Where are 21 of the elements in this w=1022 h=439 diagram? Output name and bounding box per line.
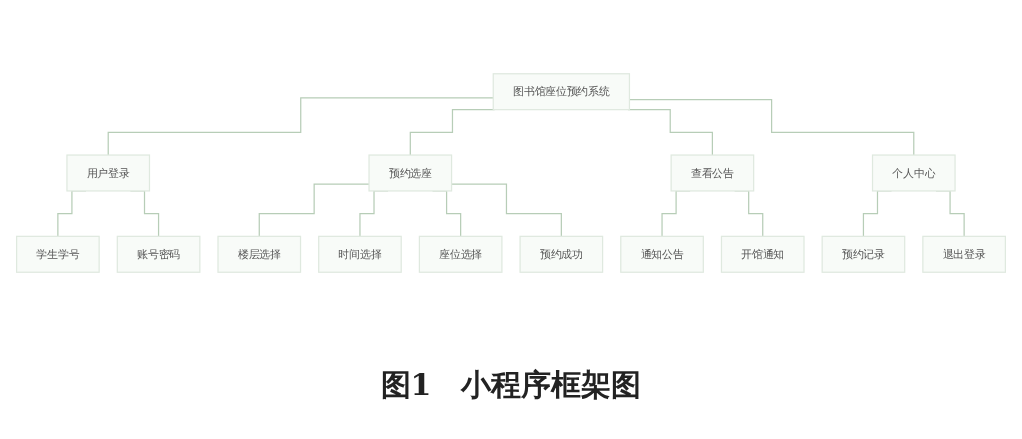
connector <box>627 109 713 156</box>
node-box: 图书馆座位预约系统 <box>492 73 631 111</box>
node-box: 用户登录 <box>66 154 151 192</box>
node-box: 时间选择 <box>318 235 402 273</box>
connector <box>628 98 915 156</box>
node-box: 学生学号 <box>16 235 100 273</box>
figure-caption: 图1 小程序框架图 <box>380 367 642 402</box>
node-box: 个人中心 <box>871 154 956 192</box>
node-box: 退出登录 <box>922 235 1006 273</box>
node-box: 楼层选择 <box>217 235 302 273</box>
connector <box>258 183 370 237</box>
node-box: 预约成功 <box>519 235 604 273</box>
node-box: 预约选座 <box>368 154 453 192</box>
node-box: 通知公告 <box>620 235 704 273</box>
node-box: 座位选择 <box>418 235 503 273</box>
node-box: 开馆通知 <box>720 235 805 273</box>
node-box: 查看公告 <box>670 154 755 192</box>
node-box: 预约记录 <box>821 235 906 273</box>
node-box: 账号密码 <box>116 235 201 273</box>
connector <box>107 97 494 156</box>
connector <box>409 109 496 156</box>
